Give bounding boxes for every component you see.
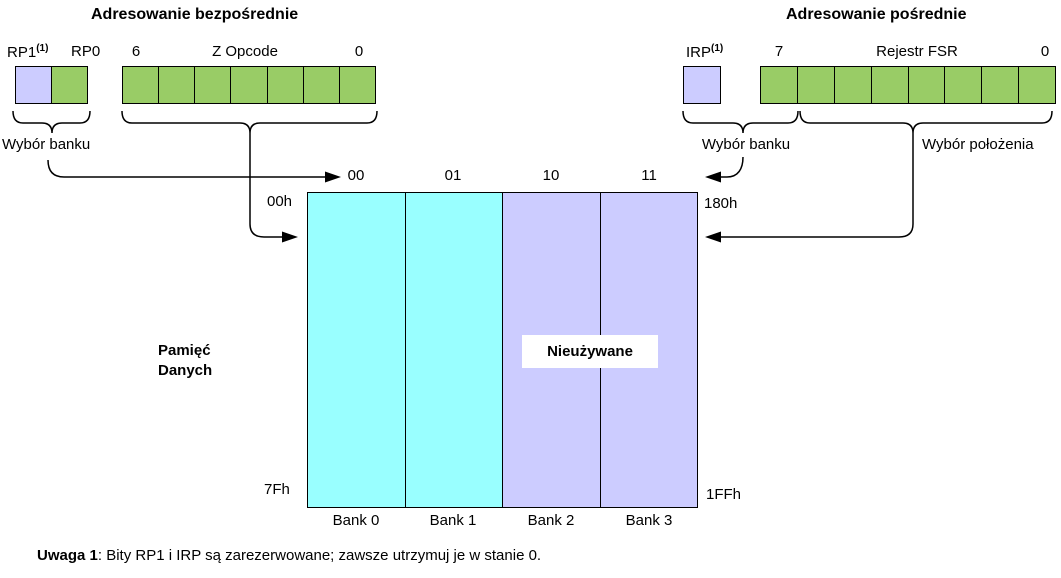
bank-code-header-00: 00: [347, 167, 365, 184]
brace-location-select: [799, 110, 1053, 134]
unused-region-label: Nieużywane: [522, 335, 658, 368]
arrowhead-fsr-to-map-icon: [705, 231, 721, 243]
bank3-label: Bank 3: [625, 512, 673, 529]
location-select-label: Wybór położenia: [922, 136, 1034, 153]
bit-cell: [339, 67, 375, 103]
irp-bit-label: IRP(1): [686, 43, 723, 61]
arrow-bank-select-right: [721, 156, 744, 178]
opcode-bit-high-label: 6: [131, 43, 141, 60]
memory-map: [307, 192, 698, 508]
bank2-label: Bank 2: [527, 512, 575, 529]
footnote-text: : Bity RP1 i IRP są zarezerwowane; zawsz…: [97, 547, 542, 564]
direct-addressing-title: Adresowanie bezpośrednie: [91, 6, 299, 23]
bit-cell: [231, 67, 268, 103]
irp-register: [683, 66, 721, 104]
bank-select-label-left: Wybór banku: [2, 136, 91, 153]
bit-cell: [908, 67, 946, 103]
opcode-register-label: Z Opcode: [212, 43, 278, 60]
bank-code-header-10: 10: [542, 167, 560, 184]
bank0-label: Bank 0: [332, 512, 380, 529]
bit-cell: [303, 67, 340, 103]
fsr-bit-high-label: 7: [774, 43, 784, 60]
arrowhead-opcode-to-map-icon: [282, 231, 298, 243]
bit-cell: [159, 67, 196, 103]
bit-cell: [945, 67, 983, 103]
irp-text: IRP: [686, 44, 712, 61]
irp-note-superscript: (1): [711, 43, 724, 54]
bank-code-header-11: 11: [641, 167, 657, 184]
bank1-column: [405, 193, 503, 507]
rp0-cell: [52, 67, 87, 103]
indirect-addressing-title: Adresowanie pośrednie: [786, 6, 967, 23]
bit-cell: [871, 67, 909, 103]
fsr-bit-low-label: 0: [1040, 43, 1050, 60]
rp0-bit-label: RP0: [71, 43, 101, 60]
bit-cell: [761, 67, 798, 103]
rp1-cell: [16, 67, 52, 103]
brace-bank-select-left: [12, 110, 91, 134]
data-memory-label: Pamięć Danych: [158, 342, 213, 379]
bank-select-label-right: Wybór banku: [701, 136, 791, 153]
footnote: Uwaga 1: Bity RP1 i IRP są zarezerwowane…: [37, 547, 541, 564]
bit-cell: [267, 67, 304, 103]
fsr-register: [760, 66, 1056, 104]
arrowhead-bank-select-right-icon: [705, 171, 721, 183]
fsr-register-label: Rejestr FSR: [876, 43, 958, 60]
opcode-bit-low-label: 0: [354, 43, 364, 60]
bank0-column: [308, 193, 406, 507]
bit-cell: [797, 67, 835, 103]
arrow-bank-select-left: [47, 159, 325, 178]
irp-cell: [684, 67, 720, 103]
rp1-bit-label: RP1(1): [7, 43, 48, 61]
brace-opcode: [121, 110, 378, 134]
bit-cell: [1019, 67, 1055, 103]
bit-cell: [123, 67, 160, 103]
bit-cell: [982, 67, 1020, 103]
address-label-bottom-right: 1FFh: [706, 486, 742, 503]
bit-cell: [834, 67, 872, 103]
address-label-bottom-left: 7Fh: [264, 481, 290, 498]
arrow-opcode-to-map: [249, 133, 282, 238]
arrowhead-bank-select-left-icon: [325, 171, 341, 183]
bank-code-header-01: 01: [444, 167, 462, 184]
bank-select-register-left: [15, 66, 88, 104]
opcode-register: [122, 66, 376, 104]
address-label-top-left: 00h: [267, 193, 293, 210]
bank1-label: Bank 1: [429, 512, 477, 529]
footnote-prefix: Uwaga 1: [37, 547, 98, 564]
bit-cell: [195, 67, 232, 103]
rp1-note-superscript: (1): [36, 43, 49, 54]
address-label-top-right: 180h: [704, 195, 738, 212]
rp1-text: RP1: [7, 44, 37, 61]
brace-bank-select-right: [682, 110, 799, 134]
